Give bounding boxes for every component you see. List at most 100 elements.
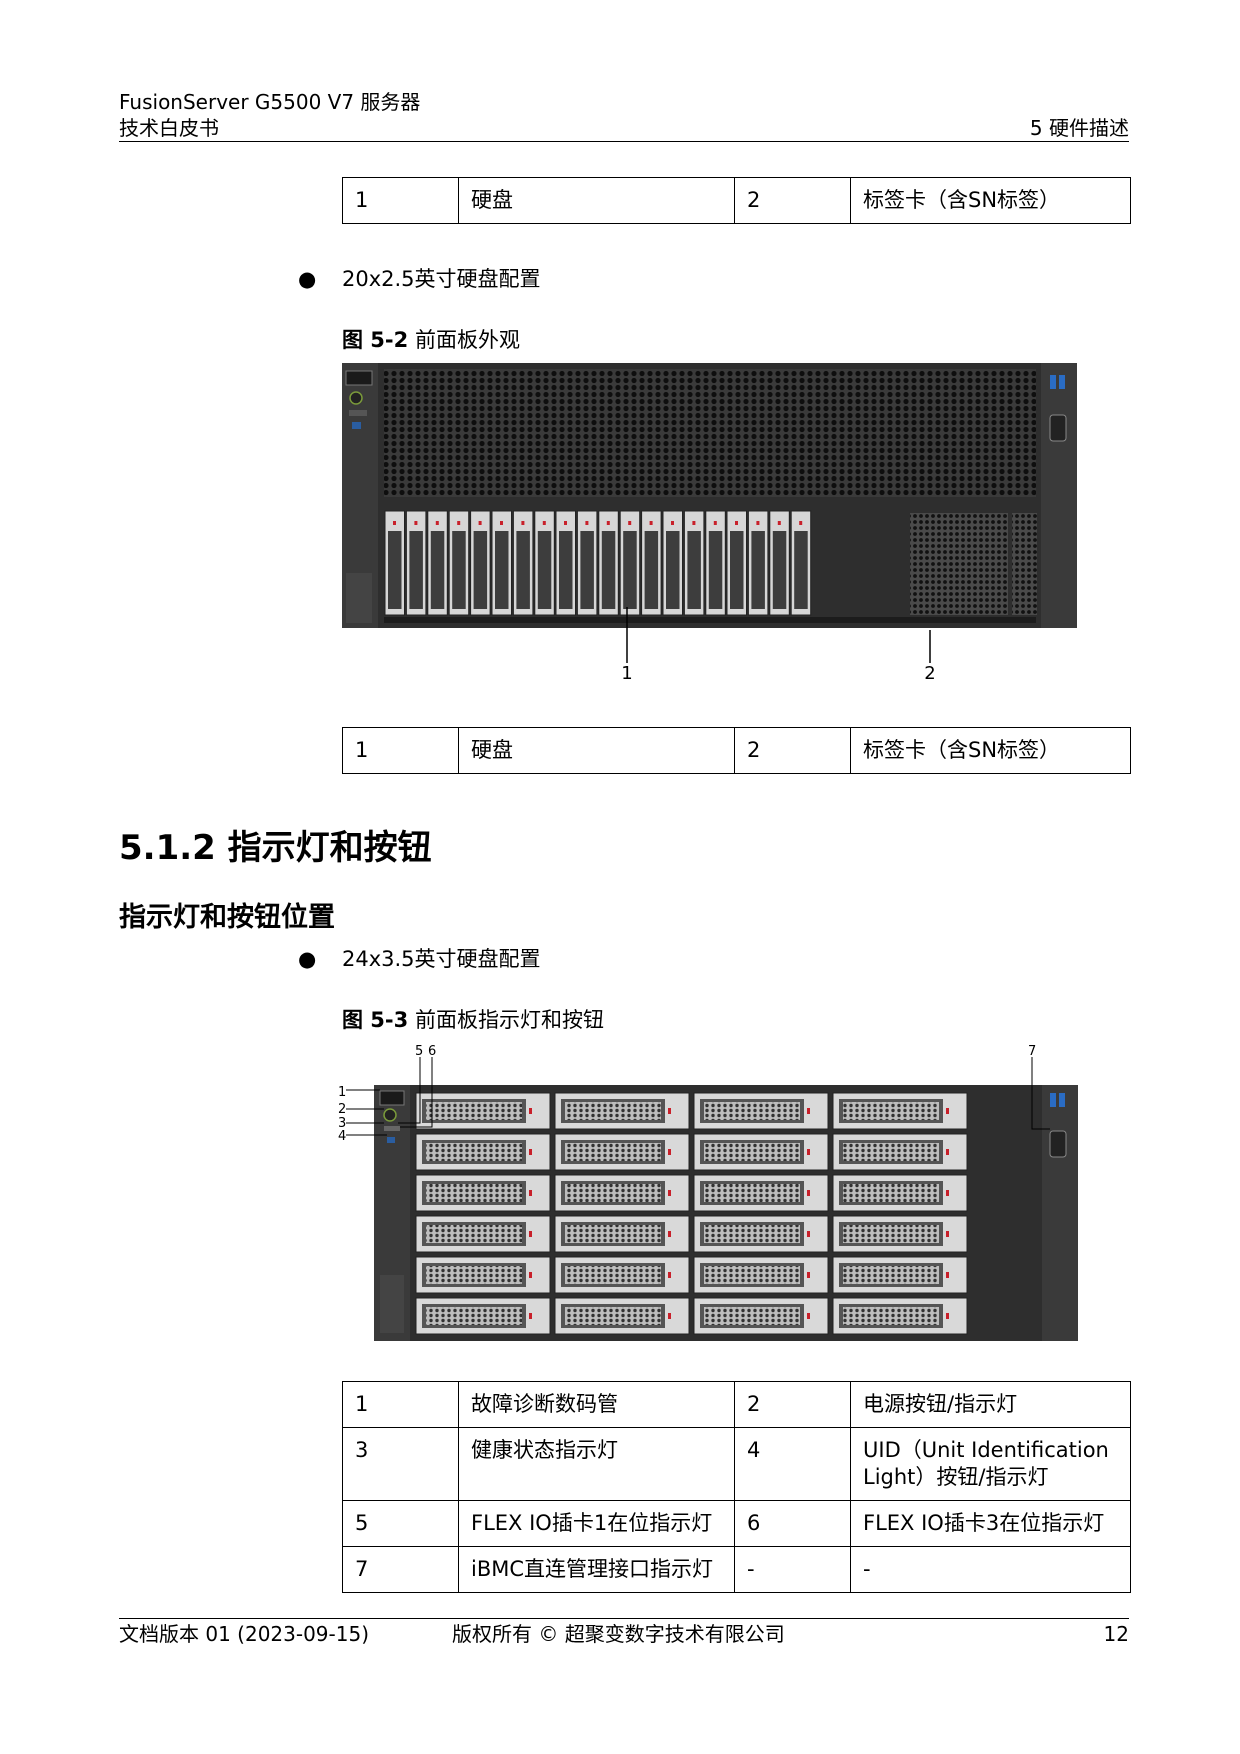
drive-release-latch-icon bbox=[713, 521, 717, 525]
table-cell: 电源按钮/指示灯 bbox=[850, 1381, 1131, 1428]
figure-caption: 图 5-3 前面板指示灯和按钮 bbox=[342, 1007, 604, 1033]
drive-tray-grill bbox=[426, 1225, 522, 1243]
drive-tray-grill bbox=[704, 1225, 800, 1243]
drive-release-latch-icon bbox=[807, 1149, 810, 1155]
section-heading: 5.1.2 指示灯和按钮 bbox=[119, 828, 432, 868]
drive-tray-grill bbox=[704, 1307, 800, 1325]
vga-port-icon bbox=[1049, 414, 1067, 442]
drive-tray-grill bbox=[516, 531, 530, 609]
drive-release-latch-icon bbox=[671, 521, 674, 525]
table-row: 5 FLEX IO插卡1在位指示灯 6 FLEX IO插卡3在位指示灯 bbox=[342, 1500, 1131, 1547]
drive-release-latch-icon bbox=[628, 521, 632, 525]
power-button-icon bbox=[383, 1108, 397, 1122]
header-chapter: 5 硬件描述 bbox=[1029, 116, 1129, 140]
bay-filler-vent bbox=[910, 513, 1008, 615]
drive-tray-grill bbox=[666, 531, 680, 609]
diagnostic-display-icon bbox=[345, 370, 373, 386]
drive-tray-grill bbox=[473, 531, 488, 609]
bullet-text: 24x3.5英寸硬盘配置 bbox=[342, 947, 541, 971]
figure-title: 前面板指示灯和按钮 bbox=[414, 1008, 604, 1032]
table-cell: 4 bbox=[734, 1427, 851, 1501]
callout-label: 7 bbox=[1028, 1044, 1036, 1059]
drive-tray-grill bbox=[708, 531, 723, 609]
drive-release-latch-icon bbox=[435, 521, 439, 525]
figure-number: 图 5-2 bbox=[342, 328, 409, 352]
drive-release-latch-icon bbox=[807, 1190, 810, 1196]
drive-release-latch-icon bbox=[946, 1108, 949, 1114]
drive-release-latch-icon bbox=[668, 1190, 671, 1196]
drive-tray-grill bbox=[426, 1266, 522, 1284]
table-cell: 5 bbox=[342, 1500, 459, 1547]
chassis-bottom-rail bbox=[384, 617, 1036, 623]
table-row: 7 iBMC直连管理接口指示灯 - - bbox=[342, 1546, 1131, 1593]
drive-tray-grill bbox=[601, 531, 616, 609]
drive-release-latch-icon bbox=[585, 521, 589, 525]
indicator-icon bbox=[349, 410, 367, 416]
drive-tray-grill bbox=[644, 531, 659, 609]
callout-label: 5 bbox=[415, 1044, 423, 1059]
drive-release-latch-icon bbox=[799, 521, 803, 525]
bullet-dot: ● bbox=[298, 267, 317, 291]
drive-tray-grill bbox=[623, 531, 637, 609]
table-cell: 6 bbox=[734, 1500, 851, 1547]
usb-port-icon bbox=[1050, 375, 1056, 389]
callout-label: 3 bbox=[338, 1116, 346, 1131]
legend-table-1: 1 硬盘 2 标签卡（含SN标签） bbox=[342, 177, 1131, 224]
table-cell: 标签卡（含SN标签） bbox=[850, 727, 1131, 774]
drive-release-latch-icon bbox=[529, 1231, 532, 1237]
drive-release-latch-icon bbox=[807, 1313, 810, 1319]
drive-tray-grill bbox=[730, 531, 744, 609]
drive-release-latch-icon bbox=[478, 521, 482, 525]
legend-table-2: 1 硬盘 2 标签卡（含SN标签） bbox=[342, 727, 1131, 774]
drive-tray-grill bbox=[452, 531, 466, 609]
table-row: 1 硬盘 2 标签卡（含SN标签） bbox=[342, 727, 1131, 774]
callout-label: 2 bbox=[924, 663, 935, 683]
header-product: FusionServer G5500 V7 服务器 bbox=[119, 90, 421, 114]
subsection-heading: 指示灯和按钮位置 bbox=[119, 902, 335, 933]
health-indicator-icon bbox=[384, 1126, 400, 1131]
callout-label: 4 bbox=[338, 1129, 346, 1144]
drive-tray-grill bbox=[580, 531, 594, 609]
drive-release-latch-icon bbox=[668, 1231, 671, 1237]
uid-button-icon bbox=[387, 1137, 395, 1143]
drive-release-latch-icon bbox=[735, 521, 738, 525]
drive-tray-grill bbox=[426, 1307, 522, 1325]
uid-button-icon bbox=[352, 422, 361, 429]
drive-tray-grill bbox=[426, 1143, 522, 1161]
power-button-icon bbox=[349, 391, 363, 405]
drive-release-latch-icon bbox=[457, 521, 461, 525]
drive-tray-grill bbox=[704, 1266, 800, 1284]
drive-tray-grill bbox=[430, 531, 445, 609]
drive-tray-grill bbox=[843, 1184, 939, 1202]
right-ear bbox=[1041, 363, 1077, 628]
drive-release-latch-icon bbox=[668, 1313, 671, 1319]
drive-tray-grill bbox=[565, 1307, 661, 1325]
drive-release-latch-icon bbox=[946, 1272, 949, 1278]
vga-port-icon bbox=[1049, 1130, 1067, 1158]
callout-label: 2 bbox=[338, 1102, 346, 1117]
drive-release-latch-icon bbox=[756, 521, 760, 525]
bay-filler-vent bbox=[1012, 513, 1037, 615]
table-cell: - bbox=[850, 1546, 1131, 1593]
table-cell: FLEX IO插卡3在位指示灯 bbox=[850, 1500, 1131, 1547]
table-cell: 故障诊断数码管 bbox=[458, 1381, 735, 1428]
table-cell: - bbox=[734, 1546, 851, 1593]
usb-port-icon bbox=[1059, 1093, 1065, 1107]
bullet-text: 20x2.5英寸硬盘配置 bbox=[342, 267, 541, 291]
drive-tray-grill bbox=[537, 531, 552, 609]
drive-tray-grill bbox=[565, 1225, 661, 1243]
table-cell: 硬盘 bbox=[458, 177, 735, 224]
usb-port-icon bbox=[1050, 1093, 1056, 1107]
callout-label: 1 bbox=[338, 1085, 346, 1100]
drive-tray-grill bbox=[794, 531, 808, 609]
drive-release-latch-icon bbox=[807, 1231, 810, 1237]
drive-tray-grill bbox=[565, 1184, 661, 1202]
table-cell: 1 bbox=[342, 1381, 459, 1428]
ear-handle bbox=[346, 573, 372, 623]
table-cell: 标签卡（含SN标签） bbox=[850, 177, 1131, 224]
table-cell: 健康状态指示灯 bbox=[458, 1427, 735, 1501]
drive-release-latch-icon bbox=[542, 521, 546, 525]
drive-release-latch-icon bbox=[529, 1108, 532, 1114]
drive-release-latch-icon bbox=[946, 1231, 949, 1237]
drive-release-latch-icon bbox=[606, 521, 610, 525]
